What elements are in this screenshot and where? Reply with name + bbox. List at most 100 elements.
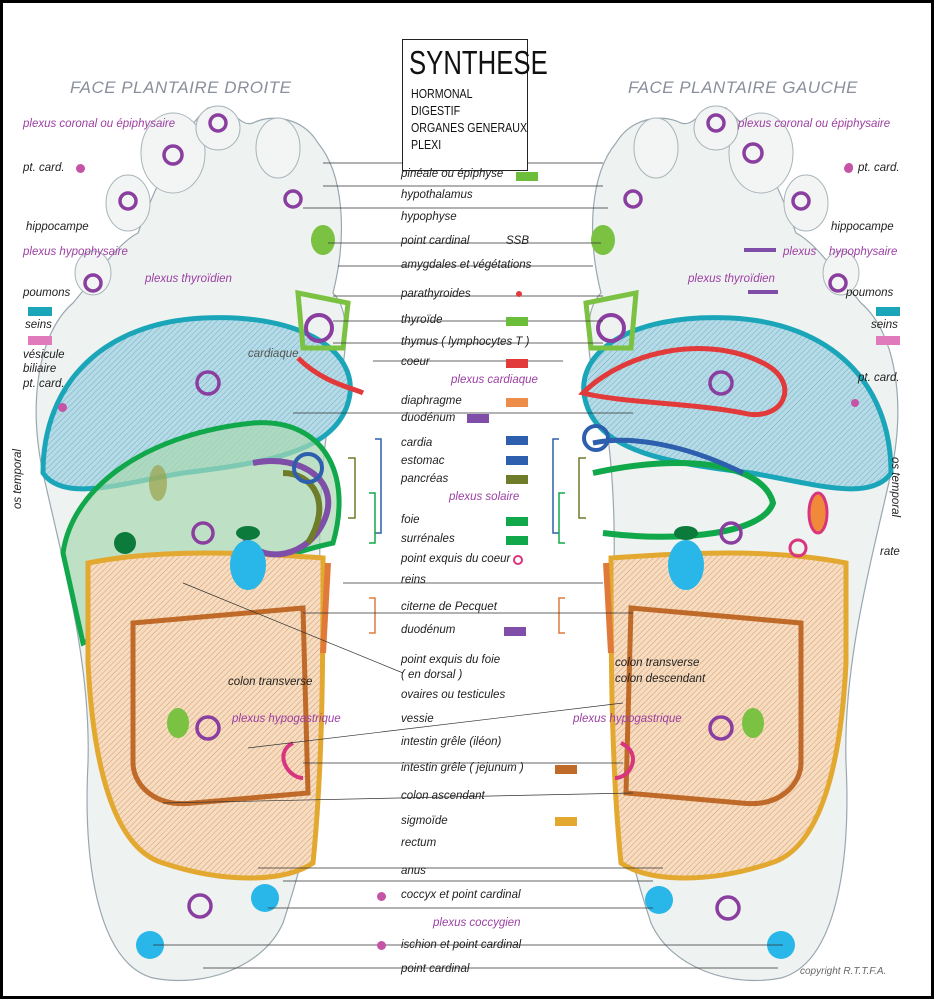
center-label: citerne de Pecquet — [401, 601, 497, 613]
color-swatch — [28, 307, 52, 316]
label-os-temporal-left: os temporal — [889, 456, 902, 518]
pt-card-dot — [58, 403, 67, 412]
color-swatch — [28, 336, 52, 345]
label-biliaire-right: biliaire — [23, 363, 57, 375]
color-swatch — [506, 517, 528, 526]
color-swatch — [506, 317, 528, 326]
label-hippocampe-right: hippocampe — [26, 221, 89, 233]
label-hypophysaire-left: hypophysaire — [829, 246, 898, 258]
label-plexus-hypogastrique-right: plexus hypogastrique — [232, 713, 341, 725]
synthese-line: HORMONAL — [411, 86, 473, 101]
center-label: reins — [401, 574, 426, 586]
color-ring — [513, 555, 523, 565]
label-plexus-left: plexus — [783, 246, 817, 258]
synthese-line: PLEXI — [411, 137, 442, 152]
center-label: anus — [401, 865, 426, 877]
right-foot — [35, 105, 365, 982]
color-swatch — [555, 765, 577, 774]
color-swatch — [744, 248, 776, 252]
center-label: ischion et point cardinal — [401, 939, 522, 951]
center-label: plexus cardiaque — [451, 374, 538, 386]
color-dot — [516, 291, 522, 297]
center-label: cardia — [401, 437, 433, 449]
center-label: colon ascendant — [401, 790, 485, 802]
color-dot — [377, 892, 386, 901]
center-label: ( en dorsal ) — [401, 669, 463, 681]
label-pt-card-left: pt. card. — [858, 162, 900, 174]
center-label: pinéale ou épiphyse — [401, 168, 504, 180]
center-label: coeur — [401, 356, 430, 368]
label-rate-left: rate — [880, 546, 900, 558]
label-plexus-thyroidien-right: plexus thyroïdien — [145, 273, 232, 285]
label-pt-card-right: pt. card. — [23, 162, 65, 174]
center-label: rectum — [401, 837, 437, 849]
color-swatch — [876, 307, 900, 316]
center-label: diaphragme — [401, 395, 462, 407]
foot-reflexology-diagram — [35, 105, 899, 982]
label-poumons-left: poumons — [846, 287, 894, 299]
copyright: copyright R.T.T.F.A. — [800, 966, 887, 977]
pt-card-dot — [76, 164, 85, 173]
center-label: hypothalamus — [401, 189, 473, 201]
label-seins-right: seins — [25, 319, 52, 331]
center-label: thyroïde — [401, 314, 443, 326]
color-swatch — [748, 290, 778, 294]
color-swatch — [506, 398, 528, 407]
color-swatch — [506, 359, 528, 368]
right-foot-title: FACE PLANTAIRE DROITE — [70, 78, 292, 97]
label-plexus-thyroidien-left: plexus thyroïdien — [688, 273, 775, 285]
color-swatch — [506, 456, 528, 465]
color-swatch — [506, 436, 528, 445]
color-swatch — [506, 536, 528, 545]
label-colon-transverse-left: colon transverse — [615, 657, 700, 669]
center-label: sigmoïde — [401, 815, 448, 827]
center-label: plexus solaire — [449, 491, 520, 503]
center-label: ovaires ou testicules — [401, 689, 506, 701]
label-plexus-coronal-left: plexus coronal ou épiphysaire — [738, 118, 891, 130]
label-plexus-coronal-right: plexus coronal ou épiphysaire — [23, 118, 176, 130]
color-swatch — [516, 172, 538, 181]
center-label: hypophyse — [401, 211, 457, 223]
center-label: plexus coccygien — [433, 917, 521, 929]
center-label: point exquis du foie — [401, 654, 501, 666]
center-label: point exquis du coeur — [401, 553, 511, 565]
label-cardiaque-right: cardiaque — [248, 348, 299, 360]
synthese-line: ORGANES GENERAUX — [411, 120, 528, 135]
center-label: vessie — [401, 713, 434, 725]
center-label: point cardinal — [401, 963, 470, 975]
center-label: coccyx et point cardinal — [401, 889, 521, 901]
label-hippocampe-left: hippocampe — [831, 221, 894, 233]
left-foot — [578, 105, 899, 982]
center-label: thymus ( lymphocytes T ) — [401, 336, 530, 348]
center-label-extra: SSB — [506, 235, 530, 247]
color-dot — [377, 941, 386, 950]
synthese-box: SYNTHESE HORMONAL DIGESTIF ORGANES GENER… — [402, 39, 548, 171]
center-label: foie — [401, 514, 420, 526]
label-os-temporal-right: os temporal — [12, 448, 25, 510]
label-poumons-right: poumons — [23, 287, 71, 299]
center-label: estomac — [401, 455, 445, 467]
center-label: duodénum — [401, 624, 456, 636]
label-plexus-hypogastrique-left: plexus hypogastrique — [573, 713, 682, 725]
color-swatch — [467, 414, 489, 423]
leader-lines — [153, 162, 783, 969]
label-colon-transverse-right: colon transverse — [228, 676, 313, 688]
color-swatch — [506, 475, 528, 484]
label-colon-descendant-left: colon descendant — [615, 673, 706, 685]
color-swatch — [504, 627, 526, 636]
synthese-title: SYNTHESE — [409, 44, 548, 81]
center-brackets — [348, 438, 586, 634]
label-seins-left: seins — [871, 319, 898, 331]
label-pt-card2-right: pt. card. — [23, 378, 65, 390]
center-label: intestin grêle ( jejunum ) — [401, 762, 524, 774]
label-pt-card2-left: pt. card. — [858, 372, 900, 384]
color-swatch — [876, 336, 900, 345]
center-label: pancréas — [401, 473, 449, 485]
label-plexus-hypophysaire-right: plexus hypophysaire — [23, 246, 128, 258]
left-foot-title: FACE PLANTAIRE GAUCHE — [628, 78, 858, 97]
center-label: duodénum — [401, 412, 456, 424]
center-label: parathyroides — [401, 288, 471, 300]
center-label: surrénales — [401, 533, 455, 545]
center-label: intestin grêle (iléon) — [401, 736, 502, 748]
pt-card-dot — [844, 164, 853, 173]
